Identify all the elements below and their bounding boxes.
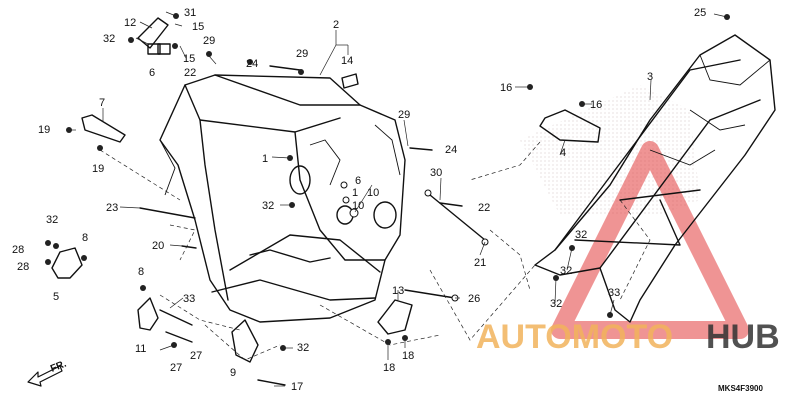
callout-32: 32 bbox=[560, 265, 572, 277]
callout-19: 19 bbox=[38, 124, 50, 136]
brand-watermark: AUTOMOTO HUB bbox=[476, 318, 780, 356]
sub-frame bbox=[534, 34, 776, 323]
callout-18: 18 bbox=[402, 350, 414, 362]
callout-1: 1 bbox=[262, 153, 268, 165]
watermark-brand-left: AUTOMOTO bbox=[476, 318, 673, 356]
front-direction-arrow: FR. bbox=[27, 358, 68, 387]
callout-12: 12 bbox=[124, 17, 136, 29]
part-label-14 bbox=[341, 73, 359, 89]
callout-32: 32 bbox=[46, 214, 58, 226]
callout-27: 27 bbox=[170, 362, 182, 374]
callout-24: 24 bbox=[246, 58, 258, 70]
callout-9: 9 bbox=[230, 367, 236, 379]
callout-10: 10 bbox=[352, 200, 364, 212]
triangle-watermark bbox=[551, 141, 749, 339]
part-bracket-7 bbox=[81, 114, 126, 143]
callout-2: 2 bbox=[333, 19, 339, 31]
callout-6: 6 bbox=[355, 175, 361, 187]
fasteners bbox=[45, 13, 730, 351]
callout-labels: 1 1 2 3 4 5 6 6 7 8 8 9 10 10 11 12 13 1… bbox=[12, 7, 706, 393]
callout-26: 26 bbox=[468, 293, 480, 305]
long-bolts bbox=[139, 65, 486, 386]
callout-16: 16 bbox=[500, 82, 512, 94]
callout-22: 22 bbox=[478, 202, 490, 214]
callout-28: 28 bbox=[12, 244, 24, 256]
callout-20: 20 bbox=[152, 240, 164, 252]
callout-16: 16 bbox=[590, 99, 602, 111]
callout-29: 29 bbox=[398, 109, 410, 121]
callout-33: 33 bbox=[183, 293, 195, 305]
part-bracket-12 bbox=[137, 17, 171, 55]
leader-lines bbox=[69, 11, 728, 387]
callout-11: 11 bbox=[135, 343, 146, 355]
callout-13: 13 bbox=[392, 285, 404, 297]
watermark-brand-right: HUB bbox=[706, 318, 780, 356]
callout-4: 4 bbox=[560, 147, 566, 159]
callout-8: 8 bbox=[138, 266, 144, 278]
callout-7: 7 bbox=[99, 97, 105, 109]
callout-10: 10 bbox=[367, 187, 379, 199]
assembly-lines bbox=[99, 141, 651, 361]
callout-32: 33 bbox=[608, 287, 620, 299]
callout-14: 14 bbox=[341, 55, 353, 67]
callout-31: 32 bbox=[103, 33, 115, 45]
diagram-code: MKS4F3900 bbox=[718, 384, 763, 393]
part-bracket-11 bbox=[137, 297, 159, 331]
callout-29: 29 bbox=[203, 35, 215, 47]
callout-21: 21 bbox=[474, 257, 486, 269]
part-bracket-13 bbox=[377, 299, 413, 335]
part-bracket-9 bbox=[231, 319, 259, 363]
callout-23: 23 bbox=[106, 202, 118, 214]
callout-28: 28 bbox=[17, 261, 29, 273]
callout-27: 27 bbox=[190, 350, 202, 362]
callout-29: 30 bbox=[430, 167, 442, 179]
callout-30: 31 bbox=[184, 7, 196, 19]
part-bracket-4 bbox=[539, 109, 601, 143]
callout-15: 15 bbox=[192, 21, 204, 33]
direction-label: FR. bbox=[49, 358, 68, 374]
callout-6: 6 bbox=[149, 67, 155, 79]
callout-24: 24 bbox=[445, 144, 457, 156]
callout-15: 15 bbox=[183, 53, 195, 65]
callout-8: 8 bbox=[82, 232, 88, 244]
main-frame bbox=[159, 74, 406, 323]
callout-18: 18 bbox=[383, 362, 395, 374]
callout-25: 25 bbox=[694, 7, 706, 19]
callout-5: 5 bbox=[53, 291, 59, 303]
callout-32: 32 bbox=[550, 298, 562, 310]
callout-32: 32 bbox=[575, 229, 587, 241]
callout-32: 32 bbox=[262, 200, 274, 212]
part-bracket-5 bbox=[51, 247, 83, 279]
callout-32: 32 bbox=[297, 342, 309, 354]
callout-3: 3 bbox=[647, 71, 653, 83]
callout-17: 17 bbox=[291, 381, 303, 393]
callout-1: 1 bbox=[352, 187, 358, 199]
callout-22: 22 bbox=[184, 67, 196, 79]
callout-29: 29 bbox=[296, 48, 308, 60]
callout-19: 19 bbox=[92, 163, 104, 175]
